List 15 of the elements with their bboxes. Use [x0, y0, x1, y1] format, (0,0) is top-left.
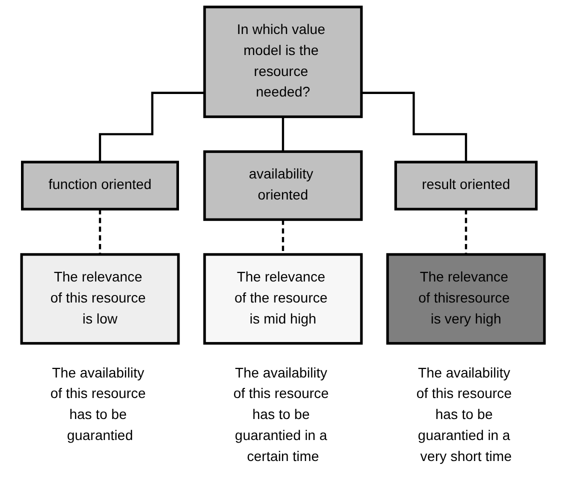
node-box: result oriented — [394, 160, 538, 210]
node-label: The availability of this resource has to be guarantied — [50, 366, 146, 444]
connector — [282, 116, 284, 153]
node-box: The relevance of the resource is mid high — [203, 253, 363, 345]
node-box: The relevance of thisresource is very high — [386, 253, 546, 345]
node-box: function oriented — [21, 160, 179, 210]
connector — [98, 208, 102, 256]
node-box: availability oriented — [203, 150, 363, 221]
node-label: The availability of this resource has to be guarantied in a certain time — [233, 366, 329, 464]
connector — [98, 92, 205, 164]
node-label: The availability of this resource has to be guarantied in a very short time — [416, 366, 512, 464]
connector — [361, 92, 468, 164]
connector — [464, 208, 468, 256]
node-box: In which value model is the resource needed? — [203, 6, 363, 118]
node-box: The relevance of this resource is low — [20, 253, 180, 345]
